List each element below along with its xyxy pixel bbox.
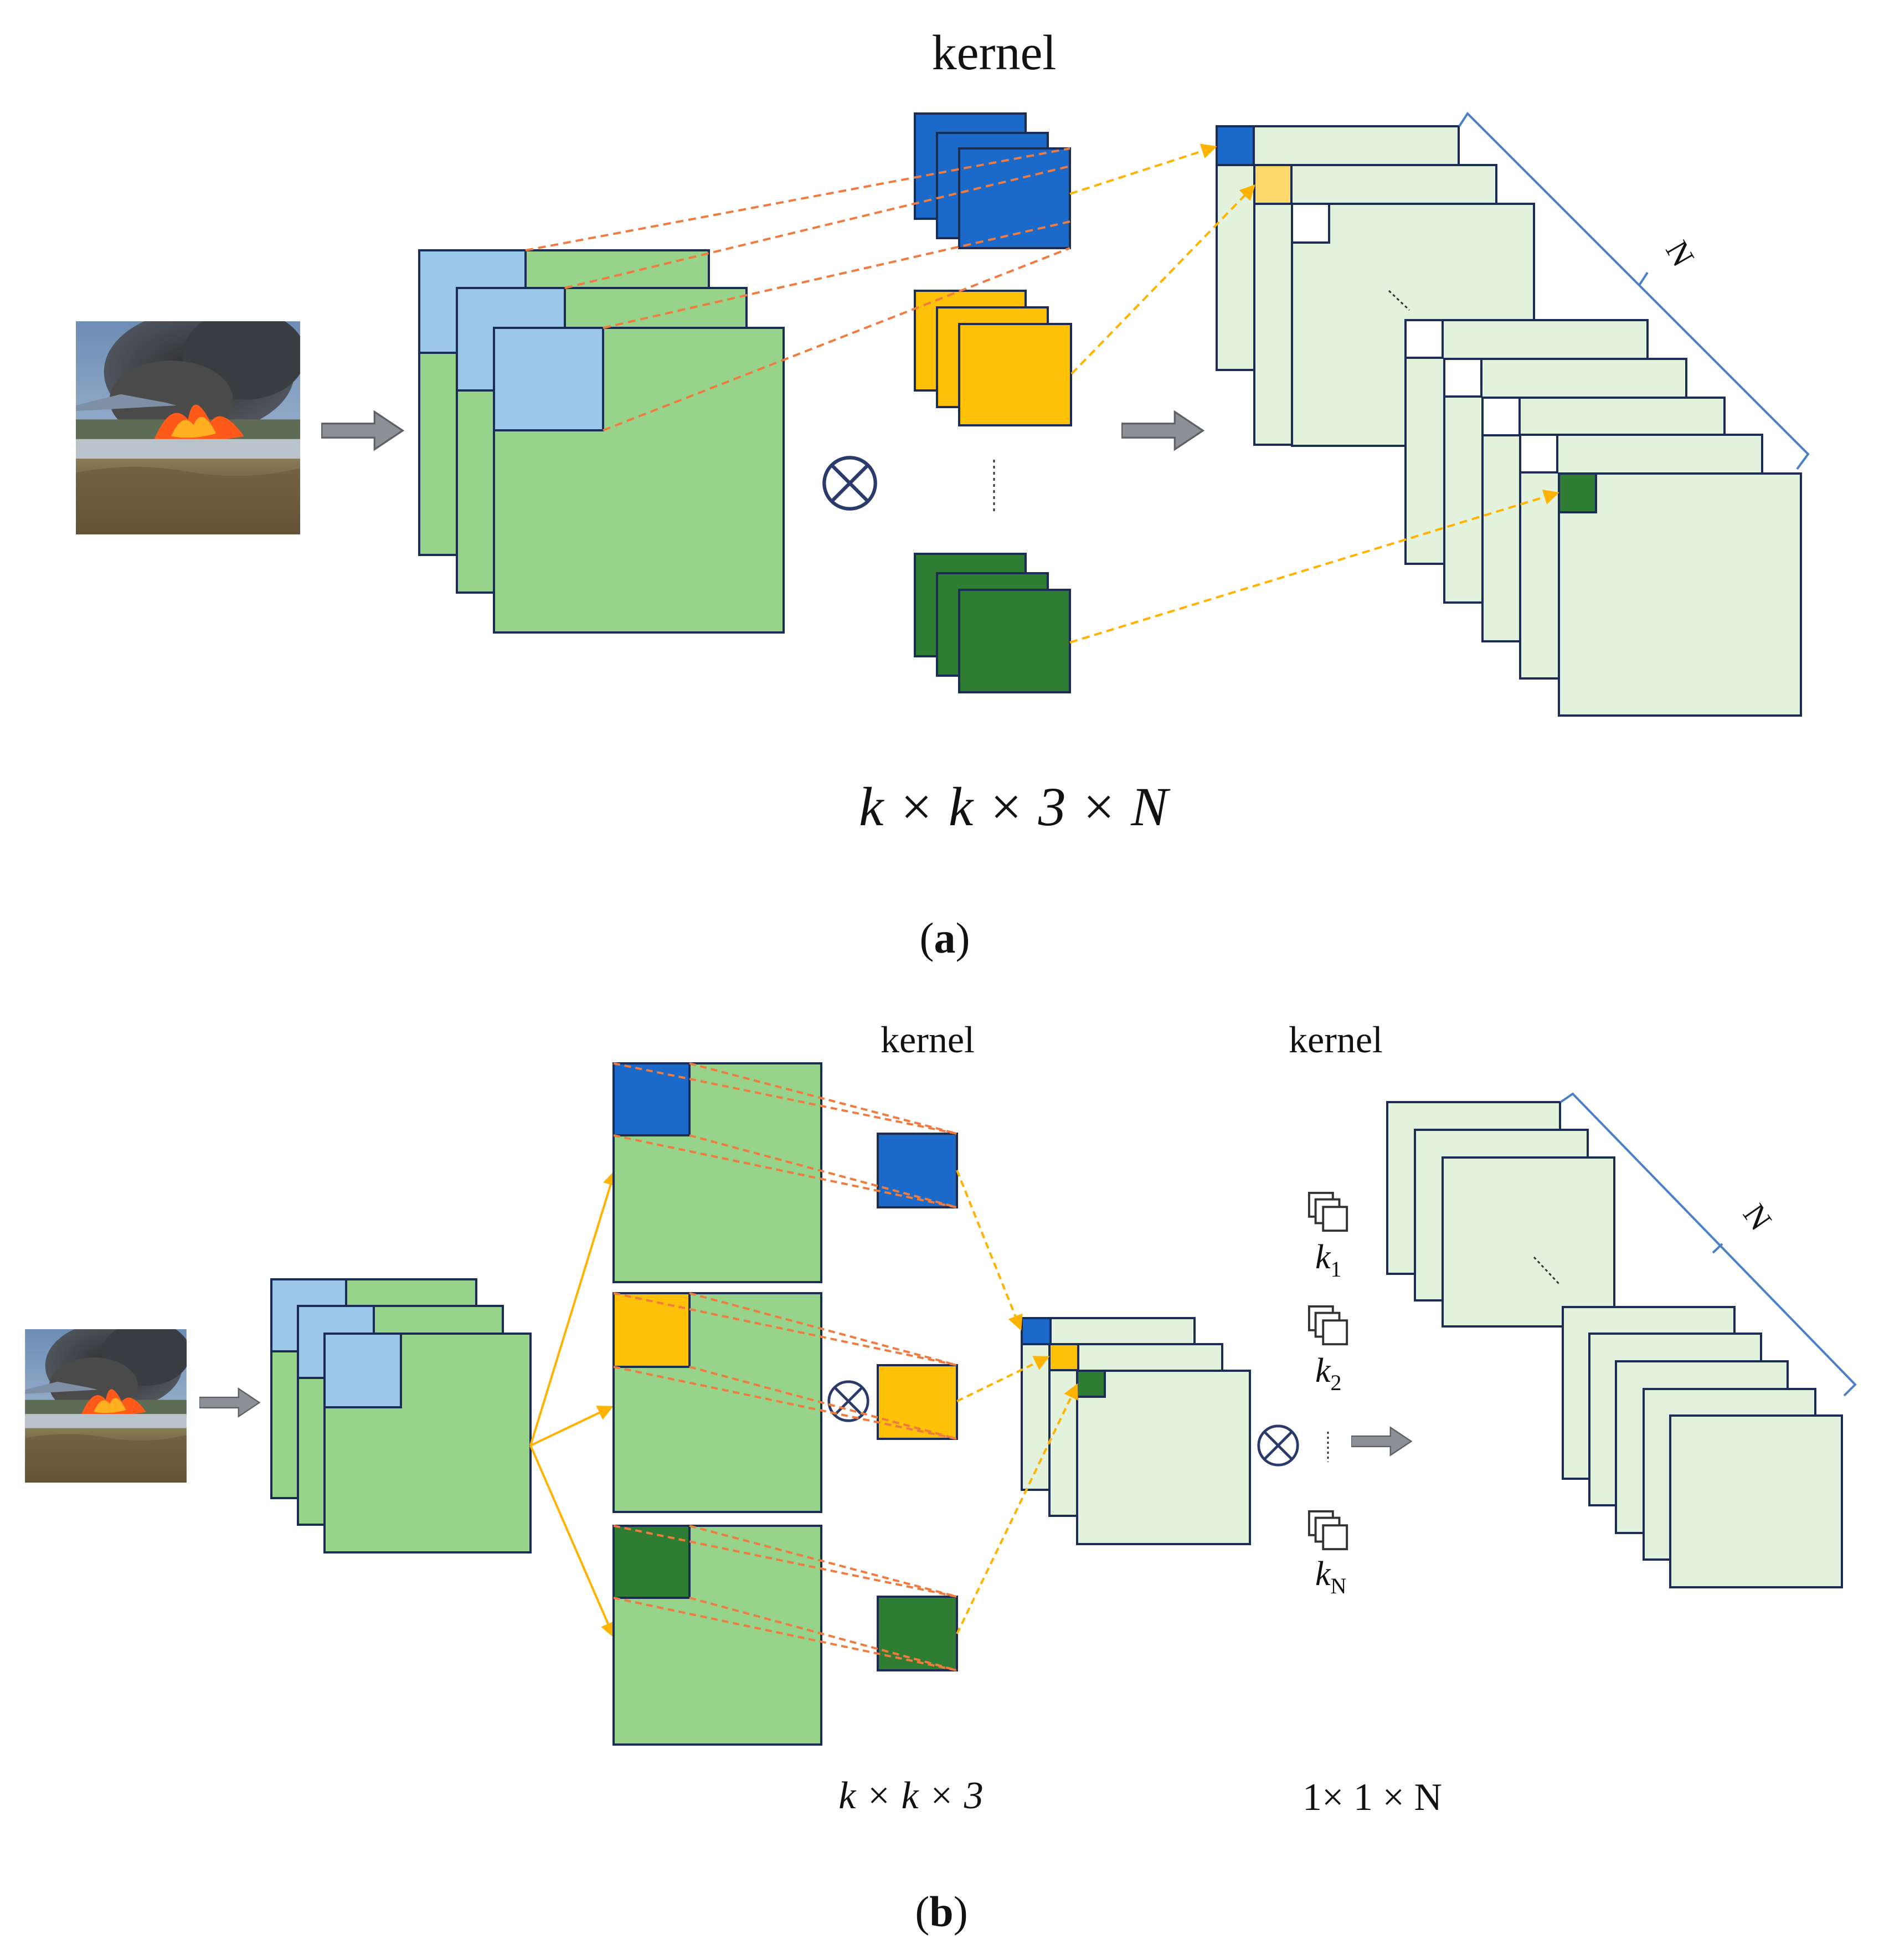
stacked-squares-icon <box>1307 1191 1348 1232</box>
panel-b-pointwise-kernel-2: k2 <box>1307 1305 1348 1395</box>
stacked-squares-icon <box>1307 1305 1348 1346</box>
panel-a-output-group-2 <box>1404 319 1802 717</box>
svg-text:kN: kN <box>1315 1555 1346 1598</box>
panel-a-projection-lines <box>525 147 1070 431</box>
pointwise-kernel-1-sub: 1 <box>1331 1257 1342 1282</box>
panel-b-merge-arrows <box>956 1170 1078 1634</box>
panel-b-n-bracket <box>1559 1092 1857 1397</box>
panel-b-channel-green <box>612 1525 822 1746</box>
panel-a-formula: k × k × 3 × N <box>859 776 1171 837</box>
svg-text:k1: k1 <box>1315 1238 1342 1282</box>
panel-b-formula-pointwise: 1× 1 × N <box>1303 1776 1442 1819</box>
panel-b-output-ellipsis <box>1533 1256 1560 1285</box>
panel-b-pointwise-kernel-n: kN <box>1307 1510 1348 1598</box>
input-channel-3-patch <box>493 327 604 431</box>
panel-a: kernel <box>76 25 1810 962</box>
panel-b-kernel-label-2: kernel <box>1289 1018 1383 1061</box>
pointwise-kernel-n-base: k <box>1315 1555 1331 1593</box>
panel-b-input-image <box>25 1329 187 1483</box>
panel-a-n-bracket <box>1458 111 1810 470</box>
depthwise-kernel-yellow <box>877 1364 958 1440</box>
panel-a-caption: (a) <box>920 914 970 962</box>
panel-a-output-ellipsis-1 <box>1388 290 1410 311</box>
panel-b-pointwise-operator-icon <box>1259 1426 1298 1465</box>
pointwise-kernel-2-base: k <box>1315 1352 1331 1390</box>
panel-b-formula-depthwise: k × k × 3 <box>838 1774 984 1817</box>
panel-b-intermediate-stack <box>1021 1317 1251 1545</box>
panel-a-convolution-operator-icon <box>824 457 875 508</box>
panel-b-kernel-label-1: kernel <box>881 1018 975 1061</box>
panel-a-kernel-green <box>914 553 1071 693</box>
fire-photo <box>76 321 300 534</box>
stacked-squares-icon <box>1307 1510 1348 1551</box>
panel-a-output-group-1 <box>1216 125 1535 447</box>
panel-a-kernel-label: kernel <box>932 25 1057 80</box>
panel-b-caption: (b) <box>915 1887 967 1936</box>
panel-a-input-image <box>76 321 300 534</box>
panel-b-channel-blue <box>612 1062 822 1283</box>
fire-photo <box>25 1329 187 1483</box>
svg-text:k2: k2 <box>1315 1352 1342 1395</box>
panel-b-bracket-label: N <box>1736 1197 1779 1237</box>
panel-a-input-arrow-icon <box>321 410 404 451</box>
panel-a-bracket-label: N <box>1659 234 1701 272</box>
panel-a-kernel-yellow <box>914 290 1072 426</box>
panel-b-output-group-1 <box>1386 1101 1615 1328</box>
panel-b-input-arrow-icon <box>199 1388 260 1417</box>
panel-b-input-stack <box>270 1278 532 1553</box>
panel-a-input-stack <box>418 249 785 634</box>
panel-b-depthwise-operator-icon <box>829 1382 868 1421</box>
panel-b: kernel kernel <box>25 1018 1857 1936</box>
panel-b-output-arrow-icon <box>1351 1427 1412 1456</box>
panel-b-split-arrows <box>529 1170 618 1638</box>
panel-b-output-group-2 <box>1562 1306 1843 1588</box>
panel-a-kernel-blue <box>914 112 1071 249</box>
panel-a-output-arrows <box>1069 143 1559 644</box>
pointwise-kernel-n-sub: N <box>1331 1573 1347 1598</box>
panel-b-depthwise-kernels <box>877 1133 958 1671</box>
panel-a-output-arrow-icon <box>1121 410 1204 451</box>
panel-b-channel-yellow <box>612 1292 822 1513</box>
panel-b-projection-lines <box>613 1062 957 1671</box>
pointwise-kernel-2-sub: 2 <box>1331 1370 1342 1395</box>
panel-b-pointwise-kernel-1: k1 <box>1307 1191 1348 1282</box>
pointwise-kernel-1-base: k <box>1315 1238 1331 1276</box>
